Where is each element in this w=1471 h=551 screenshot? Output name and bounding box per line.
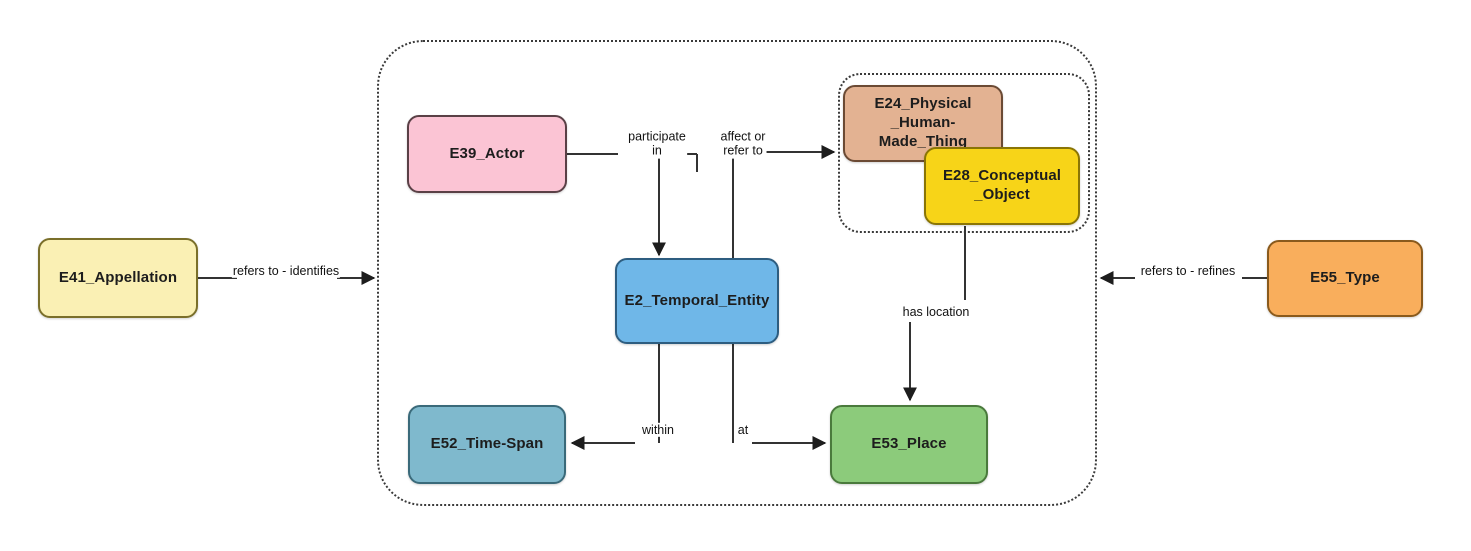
node-e55-type[interactable]: E55_Type <box>1267 240 1423 317</box>
node-e52-time-span[interactable]: E52_Time-Span <box>408 405 566 484</box>
outer-dashed-boundary <box>377 40 1097 506</box>
node-e53-place[interactable]: E53_Place <box>830 405 988 484</box>
node-e39-actor[interactable]: E39_Actor <box>407 115 567 193</box>
edge-label-has-location: has location <box>901 304 971 320</box>
node-e2-label: E2_Temporal_Entity <box>624 291 770 309</box>
node-e41-label: E41_Appellation <box>58 268 178 286</box>
node-e53-label: E53_Place <box>871 435 947 453</box>
node-e55-label: E55_Type <box>1310 269 1380 287</box>
edge-label-at: at <box>736 422 750 438</box>
edge-label-within: within <box>641 422 675 438</box>
edge-label-refers-to-identifies: refers to - identifies <box>231 263 341 279</box>
edge-label-affect-or-refer-to: affect or refer to <box>719 129 767 159</box>
node-e24-label: E24_Physical _Human-Made_Thing <box>874 95 972 150</box>
node-e39-label: E39_Actor <box>449 144 525 162</box>
node-e41-appellation[interactable]: E41_Appellation <box>38 238 198 318</box>
edge-label-participate-in: participate in <box>627 129 687 159</box>
edge-label-refers-to-refines: refers to - refines <box>1139 263 1237 279</box>
node-e28-label: E28_Conceptual _Object <box>942 167 1062 203</box>
node-e52-label: E52_Time-Span <box>430 435 544 453</box>
node-e2-temporal-entity[interactable]: E2_Temporal_Entity <box>615 258 779 344</box>
node-e28-conceptual-object[interactable]: E28_Conceptual _Object <box>924 147 1080 225</box>
